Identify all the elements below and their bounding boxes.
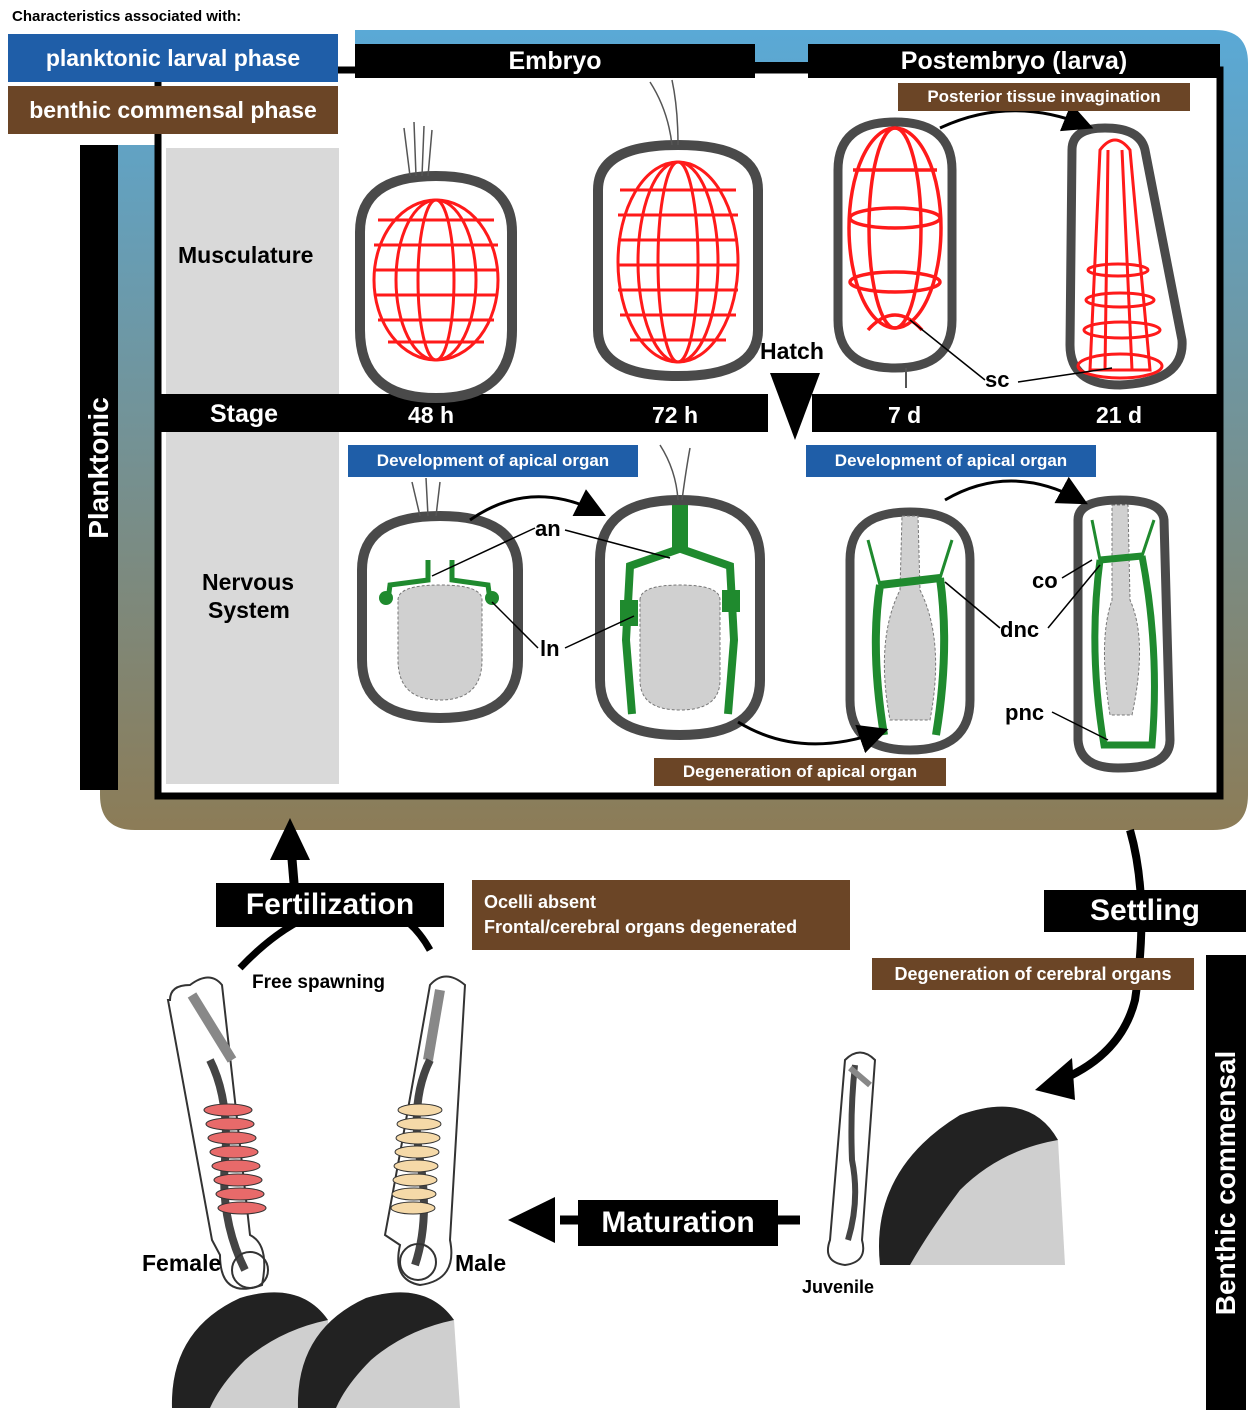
stage-21d: 21 d [1096, 402, 1142, 429]
label-ln: ln [540, 636, 560, 662]
male-worm [385, 977, 465, 1286]
juvenile-worm [828, 1053, 875, 1266]
stage-48h: 48 h [408, 402, 454, 429]
stage-72h: 72 h [652, 402, 698, 429]
maturation-arrow-icon [508, 1197, 555, 1243]
stage-bar-right [812, 394, 1220, 432]
juvenile-label: Juvenile [802, 1277, 874, 1298]
free-spawning-label: Free spawning [252, 972, 385, 994]
header-embryo: Embryo [355, 44, 755, 78]
hatch-label: Hatch [760, 338, 824, 365]
female-worm [168, 978, 268, 1289]
legend-heading: Characteristics associated with: [12, 8, 241, 25]
side-label-planktonic: Planktonic [80, 145, 118, 790]
side-label-benthic: Benthic commensal [1206, 955, 1246, 1410]
musculature-7d-organism [838, 122, 952, 388]
label-an: an [535, 516, 561, 542]
ocelli-note-line-2: Frontal/cerebral organs degenerated [484, 917, 797, 938]
row-label-musculature: Musculature [178, 242, 313, 269]
nervous-7d-organism [850, 512, 970, 750]
female-label: Female [142, 1250, 221, 1277]
male-label: Male [455, 1250, 506, 1277]
fertilization-label: Fertilization [216, 883, 444, 927]
header-postembryo: Postembryo (larva) [808, 44, 1220, 78]
nervous-21d-organism [1078, 500, 1170, 768]
host-shell-juvenile [879, 1107, 1065, 1265]
ocelli-note: Ocelli absent Frontal/cerebral organs de… [472, 880, 850, 950]
settling-label: Settling [1044, 890, 1246, 932]
tag-apical-degeneration: Degeneration of apical organ [654, 758, 946, 786]
stage-label: Stage [210, 400, 278, 429]
host-shell-male [298, 1292, 460, 1408]
musculature-label-cell [166, 148, 339, 394]
maturation-label: Maturation [578, 1200, 778, 1246]
tag-apical-development-embryo: Development of apical organ [348, 445, 638, 477]
legend-planktonic: planktonic larval phase [8, 34, 338, 82]
tag-posterior-invagination: Posterior tissue invagination [898, 83, 1190, 111]
label-pnc: pnc [1005, 700, 1044, 726]
tag-apical-development-larva: Development of apical organ [806, 445, 1096, 477]
ocelli-note-line-1: Ocelli absent [484, 892, 596, 913]
label-sc: sc [985, 367, 1009, 393]
label-co: co [1032, 568, 1058, 594]
legend-benthic: benthic commensal phase [8, 86, 338, 134]
stage-7d: 7 d [888, 402, 921, 429]
label-dnc: dnc [1000, 617, 1039, 643]
cerebral-degeneration-note: Degeneration of cerebral organs [872, 958, 1194, 990]
row-label-nervous-1: Nervous [202, 569, 294, 596]
row-label-nervous-2: System [208, 597, 290, 624]
